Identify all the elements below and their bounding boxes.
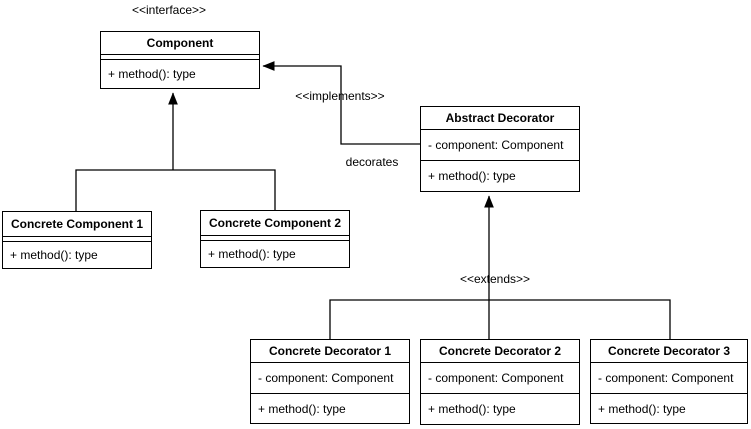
class-method: + method(): type xyxy=(428,402,516,416)
class-attributes-empty xyxy=(3,237,151,242)
class-attribute: - component: Component xyxy=(421,130,579,161)
class-title: Component xyxy=(101,32,259,55)
implements-label: <<implements>> xyxy=(295,89,385,103)
class-method: + method(): type xyxy=(208,247,296,261)
decorates-label: decorates xyxy=(345,155,399,169)
edge-extends-decorators-tree xyxy=(329,299,671,339)
class-title: Concrete Decorator 3 xyxy=(591,340,747,363)
class-method: + method(): type xyxy=(108,67,196,81)
class-title: Concrete Decorator 1 xyxy=(251,340,409,363)
edge-implements xyxy=(262,61,420,145)
class-box-concrete-decorator-2[interactable]: Concrete Decorator 2 - component: Compon… xyxy=(420,339,580,425)
class-method: + method(): type xyxy=(428,169,516,183)
class-box-concrete-decorator-1[interactable]: Concrete Decorator 1 - component: Compon… xyxy=(250,339,410,424)
class-title: Concrete Decorator 2 xyxy=(421,340,579,363)
class-attributes-empty xyxy=(201,236,349,241)
class-attribute: - component: Component xyxy=(251,363,409,394)
edge-generalization-components-tree xyxy=(75,169,276,211)
class-attribute: - component: Component xyxy=(591,363,747,394)
class-method: + method(): type xyxy=(10,248,98,262)
class-title: Concrete Component 1 xyxy=(3,212,151,237)
class-box-concrete-decorator-3[interactable]: Concrete Decorator 3 - component: Compon… xyxy=(590,339,748,424)
class-title: Concrete Component 2 xyxy=(201,211,349,236)
class-box-abstract-decorator[interactable]: Abstract Decorator - component: Componen… xyxy=(420,106,580,192)
interface-stereotype-label: <<interface>> xyxy=(131,3,207,17)
class-method: + method(): type xyxy=(598,401,686,416)
class-attributes-empty xyxy=(101,55,259,60)
extends-label: <<extends>> xyxy=(459,272,531,286)
class-box-concrete-component-1[interactable]: Concrete Component 1 + method(): type xyxy=(2,211,152,269)
class-box-concrete-component-2[interactable]: Concrete Component 2 + method(): type xyxy=(200,210,350,268)
class-method: + method(): type xyxy=(258,401,346,416)
class-box-component[interactable]: Component + method(): type xyxy=(100,31,260,89)
class-title: Abstract Decorator xyxy=(421,107,579,130)
class-attribute: - component: Component xyxy=(421,363,579,394)
